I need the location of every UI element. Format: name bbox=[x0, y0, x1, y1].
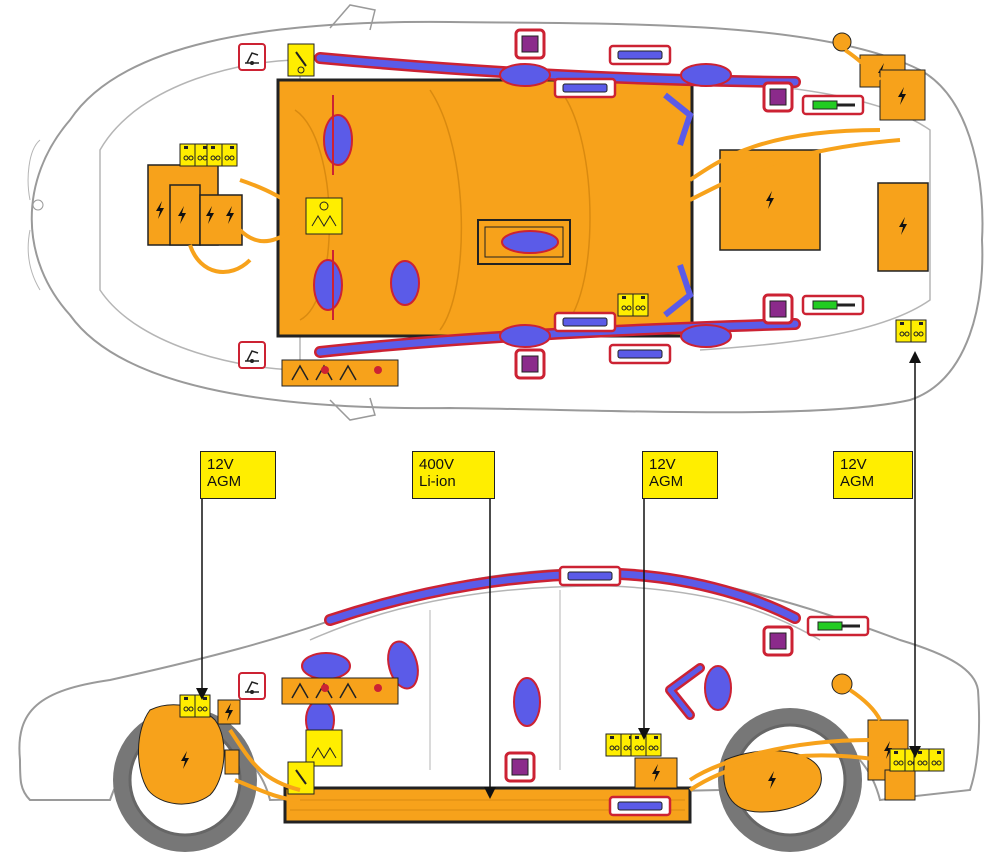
callout-type: AGM bbox=[840, 473, 875, 490]
callout-12v-agm-rear: 12V AGM bbox=[833, 451, 913, 499]
battery-icon bbox=[179, 694, 211, 718]
callout-voltage: 12V bbox=[840, 456, 867, 473]
gas-strut-icon bbox=[806, 615, 870, 637]
side-impact-sensor-icon bbox=[553, 77, 617, 99]
callout-12v-agm-front: 12V AGM bbox=[200, 451, 276, 499]
hood-lift-icon bbox=[238, 672, 266, 700]
callout-leaders bbox=[196, 351, 921, 799]
sensor-icon bbox=[762, 293, 794, 325]
hood-lift-icon bbox=[238, 341, 266, 369]
callout-type: AGM bbox=[649, 473, 684, 490]
battery-icon bbox=[913, 748, 945, 772]
callout-voltage: 12V bbox=[207, 456, 234, 473]
battery-icon bbox=[630, 733, 662, 757]
side-view bbox=[18, 565, 981, 852]
sensor-icon bbox=[514, 348, 546, 380]
sensor-icon bbox=[514, 28, 546, 60]
gas-strut-icon bbox=[801, 94, 865, 116]
sensor-icon bbox=[504, 751, 536, 783]
side-impact-sensor-icon bbox=[553, 311, 617, 333]
callout-12v-agm-middle: 12V AGM bbox=[642, 451, 718, 499]
battery-icon bbox=[179, 143, 211, 167]
side-impact-sensor-icon bbox=[608, 343, 672, 365]
battery-icon bbox=[895, 319, 927, 343]
callout-400v-li-ion: 400V Li-ion bbox=[412, 451, 495, 499]
side-impact-sensor-icon bbox=[558, 565, 622, 587]
battery-icon bbox=[206, 143, 238, 167]
hood-lift-icon bbox=[238, 43, 266, 71]
pedestrian-sensor-icon bbox=[305, 729, 343, 767]
pedestrian-sensor-icon bbox=[305, 197, 343, 235]
callout-voltage: 400V bbox=[419, 456, 455, 473]
side-impact-sensor-icon bbox=[608, 44, 672, 66]
callout-type: AGM bbox=[207, 473, 242, 490]
callout-type: Li-ion bbox=[419, 473, 456, 490]
side-impact-sensor-icon bbox=[608, 795, 672, 817]
airbag-icon bbox=[313, 63, 732, 348]
top-view bbox=[27, 4, 984, 421]
seatbelt-pretensioner-icon bbox=[281, 359, 399, 387]
seatbelt-pretensioner-icon bbox=[281, 677, 399, 705]
fuse-icon bbox=[287, 43, 315, 77]
gas-strut-icon bbox=[801, 294, 865, 316]
sensor-icon bbox=[762, 81, 794, 113]
sensor-icon bbox=[762, 625, 794, 657]
battery-icon bbox=[617, 293, 649, 317]
callout-voltage: 12V bbox=[649, 456, 676, 473]
